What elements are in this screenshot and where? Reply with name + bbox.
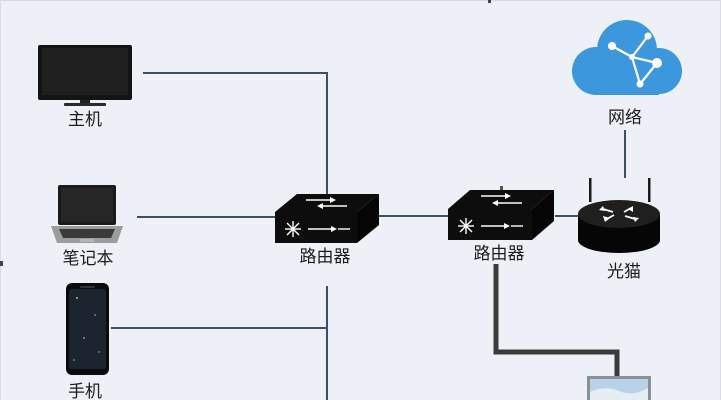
router-switch-icon (448, 186, 554, 240)
network-label: 网络 (608, 108, 642, 128)
phone-label: 手机 (68, 382, 102, 400)
connections (111, 72, 626, 400)
desktop-monitor-icon (38, 45, 132, 106)
router-left-node: 路由器 (275, 194, 379, 267)
router-switch-icon (275, 194, 379, 243)
router-right-label: 路由器 (474, 244, 525, 264)
cloud-network-icon (572, 20, 682, 95)
router-right-node: 路由器 (448, 186, 554, 264)
modem-label: 光猫 (607, 262, 641, 282)
smartphone-icon (66, 283, 109, 375)
laptop-node: 笔记本 (51, 185, 123, 269)
laptop-icon (51, 185, 123, 243)
host-node: 主机 (38, 45, 132, 130)
phone-node: 手机 (66, 283, 109, 400)
network-node: 网络 (572, 20, 682, 128)
laptop-label: 笔记本 (63, 249, 114, 269)
link-host-router (143, 72, 328, 194)
bottom-device-node (587, 376, 651, 400)
router-left-label: 路由器 (300, 247, 351, 267)
host-label: 主机 (68, 110, 102, 130)
monitor-screen-icon (587, 376, 651, 400)
modem-node: 光猫 (578, 178, 660, 282)
link-router-bottom-device (493, 264, 620, 378)
optical-modem-icon (578, 178, 660, 253)
